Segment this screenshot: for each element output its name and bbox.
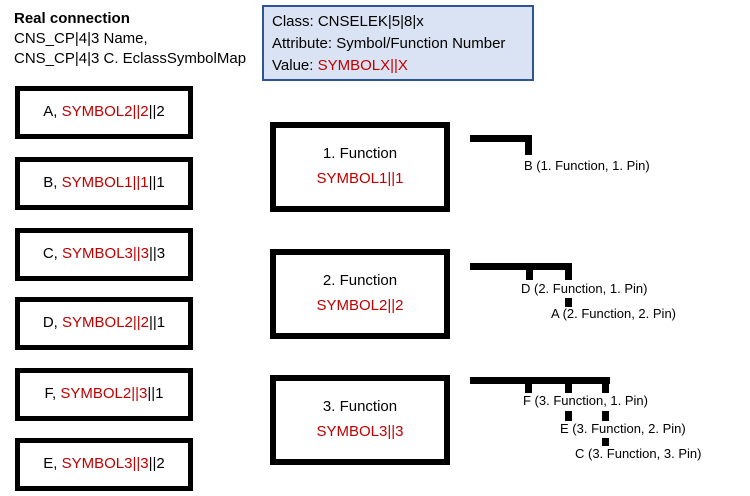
connection-pin: ||1 (149, 314, 166, 331)
connection-pin: ||1 (147, 385, 164, 402)
connection-symbol: SYMBOL1||1 (61, 174, 149, 191)
pin-bar-function-1 (470, 135, 532, 142)
function-symbol: SYMBOL1||1 (316, 170, 404, 187)
pin-dash-f3-p2 (565, 411, 572, 421)
pin-tick-f2-p1 (526, 263, 533, 280)
connection-symbol: SYMBOL2||3 (60, 385, 148, 402)
function-symbol: SYMBOL3||3 (316, 423, 404, 440)
pin-tick-f2-p2 (565, 263, 572, 280)
pin-tick-f3-p1 (525, 377, 532, 393)
function-title: 2. Function (322, 272, 398, 289)
value-text: SYMBOLX||X (317, 57, 408, 74)
connection-label: A, (43, 103, 58, 120)
pin-bar-function-2 (470, 263, 572, 270)
pin-dash-f3-p3a (602, 411, 609, 421)
connection-label: F, (44, 385, 57, 402)
connection-pin: ||1 (148, 174, 165, 191)
connection-symbol: SYMBOL2||2 (62, 314, 150, 331)
pin-label-b: B (1. Function, 1. Pin) (524, 158, 650, 173)
attribute-line: Attribute: Symbol/Function Number (272, 35, 506, 52)
connection-label: B, (43, 174, 58, 191)
function-box-1: 1. Function SYMBOL1||1 (270, 122, 450, 212)
pin-label-d: D (2. Function, 1. Pin) (521, 281, 648, 296)
connection-box-f: F, SYMBOL2||3||1 (15, 368, 193, 421)
connection-label: D, (42, 314, 58, 331)
connection-pin: ||2 (148, 103, 165, 120)
connection-symbol: SYMBOL2||2 (61, 103, 149, 120)
pin-label-a: A (2. Function, 2. Pin) (551, 306, 677, 321)
pin-bar-function-3 (470, 377, 610, 384)
function-title: 1. Function (322, 145, 398, 162)
function-title: 3. Function (322, 398, 398, 415)
real-connection-heading: Real connection CNS_CP|4|3 Name, CNS_CP|… (14, 9, 246, 69)
connection-pin: ||2 (148, 455, 165, 472)
connection-label: E, (43, 455, 58, 472)
pin-label-e: E (3. Function, 2. Pin) (560, 421, 686, 436)
class-info-box: Class: CNSELEK|5|8|x Attribute: Symbol/F… (262, 5, 534, 81)
function-box-3: 3. Function SYMBOL3||3 (270, 375, 450, 465)
heading-line-1: CNS_CP|4|3 Name, (14, 30, 148, 47)
pin-dash-f3-p3b (602, 438, 609, 446)
function-box-2: 2. Function SYMBOL2||2 (270, 249, 450, 339)
class-line: Class: CNSELEK|5|8|x (272, 13, 424, 30)
value-label: Value: (272, 57, 314, 74)
connection-box-d: D, SYMBOL2||2||1 (15, 297, 193, 350)
function-symbol: SYMBOL2||2 (316, 297, 404, 314)
value-line: Value: SYMBOLX||X (272, 55, 524, 77)
pin-tick-f3-p2 (565, 377, 572, 393)
connection-pin: ||3 (149, 245, 166, 262)
connection-box-a: A, SYMBOL2||2||2 (15, 86, 193, 139)
pin-label-f: F (3. Function, 1. Pin) (523, 393, 648, 408)
heading-line-2: CNS_CP|4|3 C. EclassSymbolMap (14, 50, 247, 67)
connection-box-c: C, SYMBOL3||3||3 (15, 228, 193, 281)
connection-box-b: B, SYMBOL1||1||1 (15, 157, 193, 210)
connection-box-e: E, SYMBOL3||3||2 (15, 438, 193, 491)
pin-tick-f3-p3 (602, 377, 609, 393)
pin-tick-f1-p1 (525, 135, 532, 155)
heading-title: Real connection (14, 10, 130, 27)
connection-symbol: SYMBOL3||3 (61, 455, 149, 472)
connection-symbol: SYMBOL3||3 (62, 245, 150, 262)
pin-dash-f2-p2 (565, 298, 572, 307)
pin-label-c: C (3. Function, 3. Pin) (575, 446, 702, 461)
connection-label: C, (42, 245, 58, 262)
